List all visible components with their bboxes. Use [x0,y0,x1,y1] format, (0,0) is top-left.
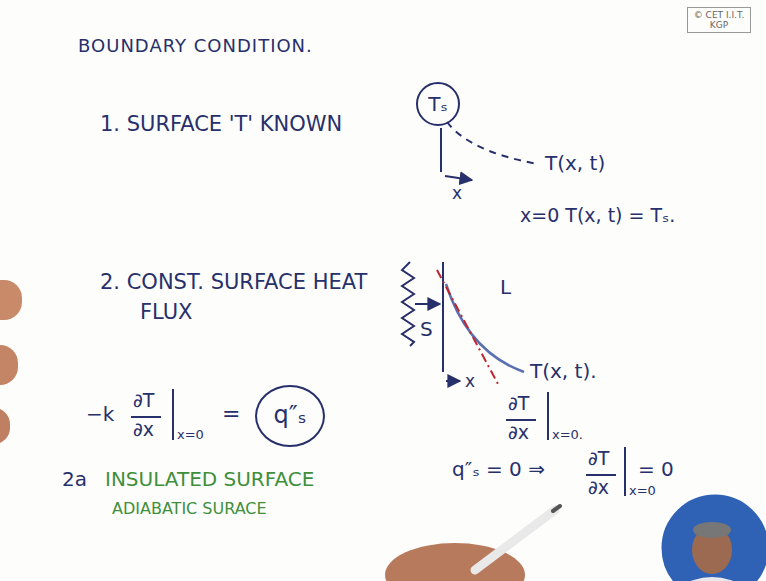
function-label: T(x, t). [530,360,597,383]
statement: ADIABATIC SURACE [112,500,267,518]
heading: BOUNDARY CONDITION. [78,36,313,57]
subscript: x=0 [177,428,204,443]
subscript: x=0 [629,484,656,499]
presenter-video [655,490,766,581]
subscript: x=0. [552,428,583,443]
tangent-line [437,270,498,384]
case-number: 2a [62,468,87,491]
symbol-label: S [420,318,433,341]
equation: = 0 [638,458,674,481]
watermark-text: © CET I.I.T. KGP [691,10,747,31]
derivative-top: ∂T [133,390,154,412]
statement: INSULATED SURFACE [105,468,314,491]
length-label: L [500,276,511,299]
pen [475,510,555,570]
statement: FLUX [140,300,193,324]
evaluation-bar [172,389,174,440]
equation: −k [86,403,114,426]
derivative-top: ∂T [508,393,529,415]
surface-line [440,128,442,172]
finger [0,408,10,444]
axis-label: x [465,372,475,392]
circled-symbol: q″ₛ [255,385,325,447]
function-label: T(x, t) [545,152,605,175]
evaluation-bar [624,447,626,496]
presenter-frame [660,493,766,581]
finger [0,345,18,385]
flux-arrow [415,303,440,305]
equation: x=0 T(x, t) = Tₛ. [520,205,675,227]
fraction-bar [131,416,161,418]
symbol-text: q″ₛ [273,402,306,430]
axis-label: x [452,184,462,204]
derivative-bottom: ∂x [133,419,154,441]
watermark-box: © CET I.I.T. KGP [687,7,751,34]
x-axis-arrow [445,176,472,180]
pen-tip [553,506,560,511]
heater-symbol [402,262,414,346]
circled-symbol: Tₛ [416,82,460,126]
evaluation-bar [547,392,549,440]
equation: q″ₛ = 0 ⇒ [452,458,545,481]
statement: 2. CONST. SURFACE HEAT [100,270,367,294]
fraction-bar [586,474,616,476]
statement: 1. SURFACE 'T' KNOWN [100,112,342,136]
derivative-top: ∂T [588,448,609,470]
finger [0,280,22,320]
derivative-bottom: ∂x [588,477,609,499]
x-axis-arrow [446,380,460,382]
derivative-bottom: ∂x [508,422,529,444]
equation: = [222,401,240,426]
symbol-text: Tₛ [428,93,448,116]
surface-line [442,262,444,372]
fraction-bar [506,419,536,421]
temperature-profile [447,122,538,164]
